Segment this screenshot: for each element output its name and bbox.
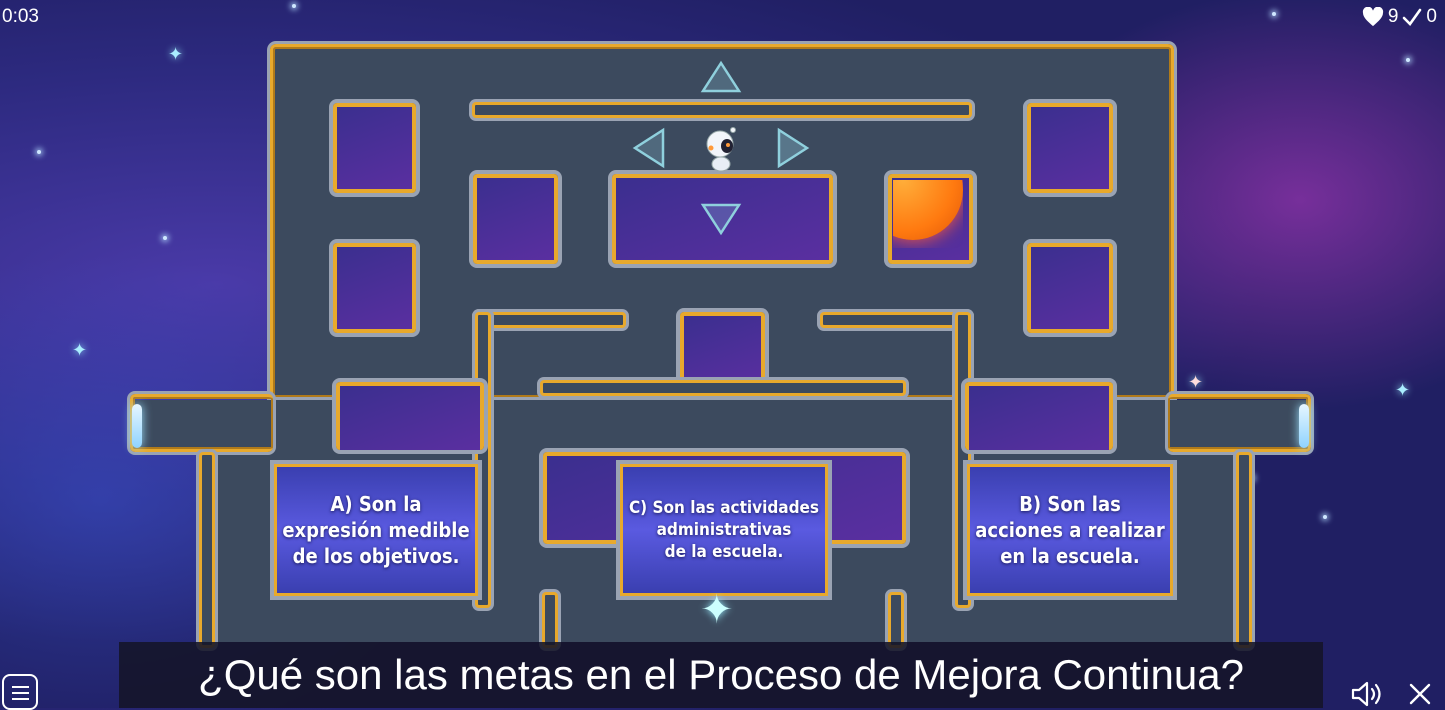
timer: 0:03: [2, 6, 39, 27]
star: [1272, 12, 1276, 16]
maze-hole: [473, 174, 558, 264]
left-portal: [132, 404, 142, 448]
maze-wall-bar: [820, 312, 971, 328]
maze-wall-vbar: [199, 452, 215, 648]
maze-hole: [333, 103, 416, 193]
star-sparkle: ✦: [700, 587, 734, 633]
star: [1250, 476, 1254, 480]
maze-hole: [680, 312, 765, 390]
answer-b-text: B) Son las acciones a realizar en la esc…: [975, 492, 1165, 568]
right-portal: [1299, 404, 1309, 448]
star-sparkle: ✦: [168, 44, 184, 65]
question-banner: ¿Qué son las metas en el Proceso de Mejo…: [119, 642, 1323, 708]
score-display: 9 0: [1362, 6, 1437, 28]
star-sparkle: ✦: [1395, 380, 1411, 401]
question-text: ¿Qué son las metas en el Proceso de Mejo…: [198, 651, 1244, 698]
maze-corridor: [135, 400, 1310, 452]
arrow-right-button[interactable]: [776, 127, 810, 169]
lives-count: 9: [1387, 6, 1399, 27]
star: [1323, 515, 1327, 519]
maze-hole: [965, 382, 1113, 450]
star: [37, 150, 41, 154]
answer-c-text: C) Son las actividades administrativas d…: [628, 497, 820, 563]
correct-count: 0: [1426, 6, 1437, 27]
answer-b-box[interactable]: B) Son las acciones a realizar en la esc…: [967, 464, 1173, 596]
maze-hole: [612, 174, 833, 264]
answer-a-box[interactable]: A) Son la expresión medible de los objet…: [274, 464, 478, 596]
answer-a-text: A) Son la expresión medible de los objet…: [282, 492, 470, 568]
maze-wall-bar: [540, 380, 906, 396]
close-icon[interactable]: [1408, 682, 1432, 706]
maze-hole: [1027, 103, 1113, 193]
star-sparkle: ✦: [1188, 372, 1204, 393]
maze-wall-vbar: [542, 592, 558, 648]
speaker-icon[interactable]: [1350, 680, 1386, 708]
hamburger-menu-icon[interactable]: [2, 674, 38, 710]
maze-wall-vbar: [1236, 452, 1252, 648]
star: [1406, 58, 1410, 62]
checkmark-icon: [1403, 8, 1422, 27]
arrow-down-button[interactable]: [700, 202, 742, 236]
maze-outer-wall: [270, 44, 1174, 397]
star-sparkle: ✦: [72, 340, 88, 361]
star: [163, 236, 167, 240]
answer-c-box[interactable]: C) Son las actividades administrativas d…: [620, 464, 828, 596]
maze-hole: [336, 382, 484, 450]
orange-planet: [893, 180, 963, 248]
maze-wall-vbar: [888, 592, 904, 648]
maze-wall-bar: [475, 312, 626, 328]
robot-astronaut-icon: [706, 127, 736, 172]
maze-hole: [333, 243, 416, 333]
maze-left-wing: [130, 394, 273, 452]
heart-icon: [1362, 7, 1383, 27]
maze-hole: [1027, 243, 1113, 333]
maze-wall-bar: [472, 102, 972, 118]
arrow-up-button[interactable]: [700, 60, 742, 94]
star: [292, 4, 296, 8]
maze-right-wing: [1168, 394, 1311, 452]
arrow-left-button[interactable]: [632, 127, 666, 169]
